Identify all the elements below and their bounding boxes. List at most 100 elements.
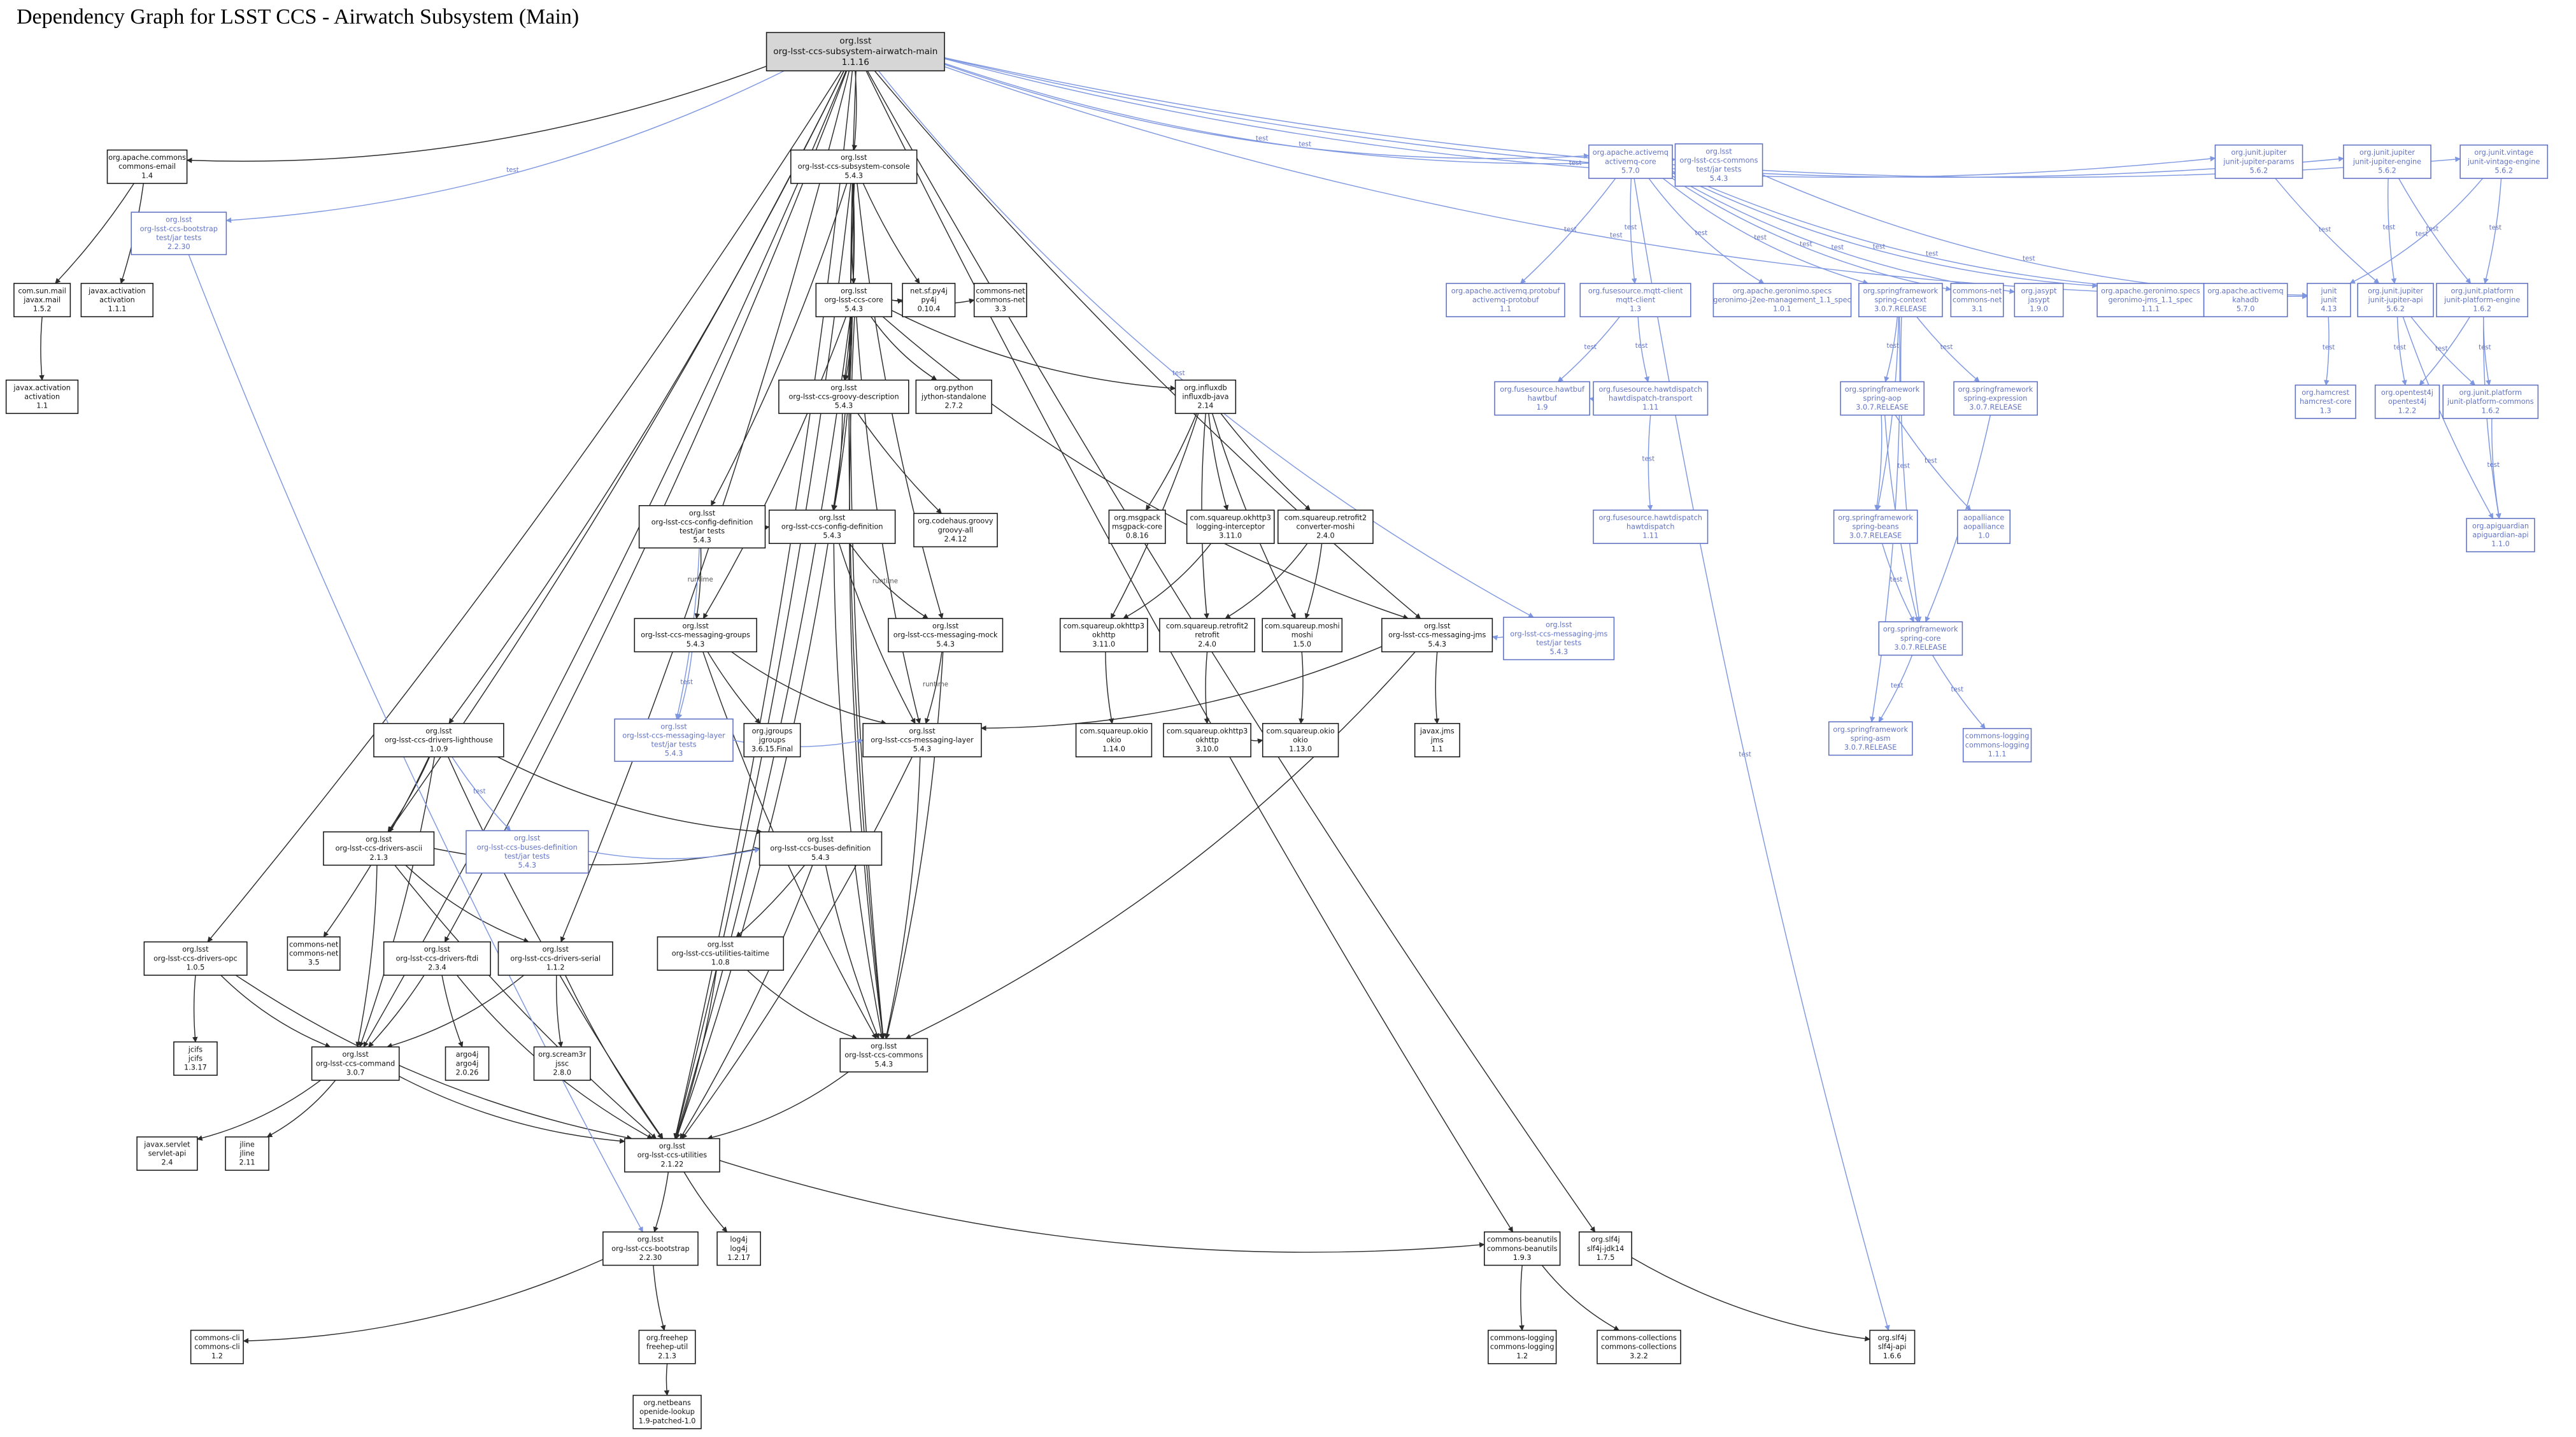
node-label-line: 5.6.2 (2494, 166, 2513, 175)
edge-activemq-core-to-spring-context (1662, 178, 1869, 285)
node-box (1108, 510, 1166, 544)
node-box (778, 379, 909, 414)
node-label-line: commons-logging (1490, 1343, 1555, 1351)
node-label-line: org.junit.jupiter (2359, 148, 2415, 157)
node-label-line: 5.4.3 (823, 532, 841, 540)
node-box (758, 831, 883, 866)
edge-spring-context-to-spring-core (1900, 317, 1922, 623)
node-label-line: 1.6.2 (2473, 305, 2491, 313)
node-label-line: 2.3.4 (428, 964, 446, 972)
node-label-line: org.lsst (841, 154, 867, 162)
node-box (373, 723, 504, 757)
node-label-line: org.lsst (659, 1142, 686, 1150)
node-box (2203, 283, 2288, 318)
edge-label: test (1891, 682, 1904, 689)
node-label-line: commons-net (289, 940, 339, 948)
node-box (1174, 379, 1237, 414)
node-activemq-protobuf: org.apache.activemq.protobufactivemq-pro… (1446, 283, 1565, 318)
node-label-line: 2.2.30 (167, 243, 190, 251)
node-box (136, 1136, 198, 1171)
edge-label: test (2479, 345, 2491, 352)
node-label-line: org.apache.commons (108, 154, 186, 162)
node-label-line: servlet-api (148, 1150, 187, 1158)
node-label-line: org-lsst-ccs-messaging-groups (641, 631, 750, 640)
node-label-line: 1.5.0 (1293, 640, 1311, 648)
node-label-line: 1.9.3 (1513, 1254, 1532, 1262)
edge-drivers-opc-to-jcifs (192, 975, 198, 1043)
edge-label: test (1890, 576, 1903, 583)
node-groovy-description: org.lsstorg-lsst-ccs-groovy-description5… (778, 379, 909, 414)
node-label-line: argo4j (456, 1059, 479, 1068)
edge-influxdb-to-converter-moshi (1220, 413, 1311, 511)
edge-beanutils-to-commons-collections (1541, 1264, 1620, 1331)
edge-logging-interceptor-to-okhttp-311 (1123, 543, 1212, 619)
node-box (913, 513, 998, 548)
node-label-line: 1.1 (1432, 745, 1443, 754)
node-label-line: log4j (730, 1245, 747, 1253)
node-label-line: logging-interceptor (1196, 523, 1265, 531)
node-label-line: org-lsst-ccs-utilities-taitime (672, 950, 769, 958)
node-label-line: org.netbeans (643, 1399, 691, 1407)
node-label-line: org.influxdb (1184, 383, 1227, 392)
node-box (287, 936, 341, 971)
node-box (915, 379, 992, 414)
node-config-def: org.lsstorg-lsst-ccs-config-definition5.… (768, 510, 896, 544)
node-label-line: opentest4j (2388, 397, 2426, 406)
node-box (311, 1046, 400, 1081)
node-box (768, 510, 896, 544)
edge-root-to-beanutils (865, 70, 1514, 1233)
node-label-line: py4j (921, 296, 936, 304)
node-label-line: test/jar tests (156, 234, 201, 242)
node-box (638, 1329, 696, 1364)
node-label-line: activemq-core (1605, 157, 1656, 166)
edge-label: test (2487, 462, 2500, 469)
node-box (225, 1136, 269, 1171)
edge-drivers-opc-to-utilities (235, 975, 632, 1141)
edge-label: test (1569, 160, 1582, 167)
node-label-line: influxdb-java (1182, 392, 1228, 401)
node-box (2295, 384, 2356, 419)
edge-drivers-ascii-to-command (355, 865, 378, 1048)
edge-drivers-ftdi-to-command (368, 975, 425, 1048)
edge-label: test (1800, 241, 1812, 248)
edge-activemq-core-to-slf4j-api (1633, 178, 1890, 1331)
node-buses-def: org.lsstorg-lsst-ccs-buses-definition5.4… (758, 831, 883, 866)
node-label-line: javax.activation (13, 383, 71, 392)
edge-beanutils-to-commons-logging-12 (1519, 1265, 1525, 1331)
node-taitime: org.lsstorg-lsst-ccs-utilities-taitime1.… (657, 936, 785, 971)
node-label-line: commons-beanutils (1487, 1245, 1558, 1253)
edge-activemq-core-to-commons-net-31 (1672, 178, 1952, 292)
node-label-line: 1.1.0 (2491, 540, 2510, 548)
edge-messaging-mock-to-messaging-layer (925, 652, 943, 724)
node-label-line: 3.0.7.RELEASE (1844, 743, 1896, 752)
node-label-line: org.lsst (182, 945, 209, 954)
node-label-line: hawtdispatch (1626, 523, 1675, 531)
node-box (1503, 617, 1615, 661)
node-label-line: junit-jupiter-params (2223, 157, 2294, 166)
edge-label: test (1897, 463, 1910, 470)
edge-lighthouse-to-command (359, 757, 435, 1048)
node-label-line: org.apache.geronimo.specs (2101, 287, 2200, 295)
node-label-line: 3.0.7 (346, 1068, 365, 1076)
node-box (815, 283, 892, 318)
node-box (634, 618, 757, 653)
edge-console-to-py4j (862, 183, 920, 284)
edge-label: test (1886, 343, 1899, 350)
node-label-line: org-lsst-ccs-bootstrap (140, 225, 218, 233)
node-label-line: jline (239, 1140, 255, 1148)
node-box (2307, 283, 2351, 318)
edge-javax-mail-to-activation-11 (39, 317, 45, 381)
edge-utilities-to-beanutils (719, 1160, 1485, 1253)
node-label-line: com.sun.mail (18, 287, 66, 295)
edge-label: test (1584, 344, 1597, 351)
node-box (1262, 723, 1339, 757)
node-label-line: org.junit.jupiter (2368, 287, 2423, 295)
